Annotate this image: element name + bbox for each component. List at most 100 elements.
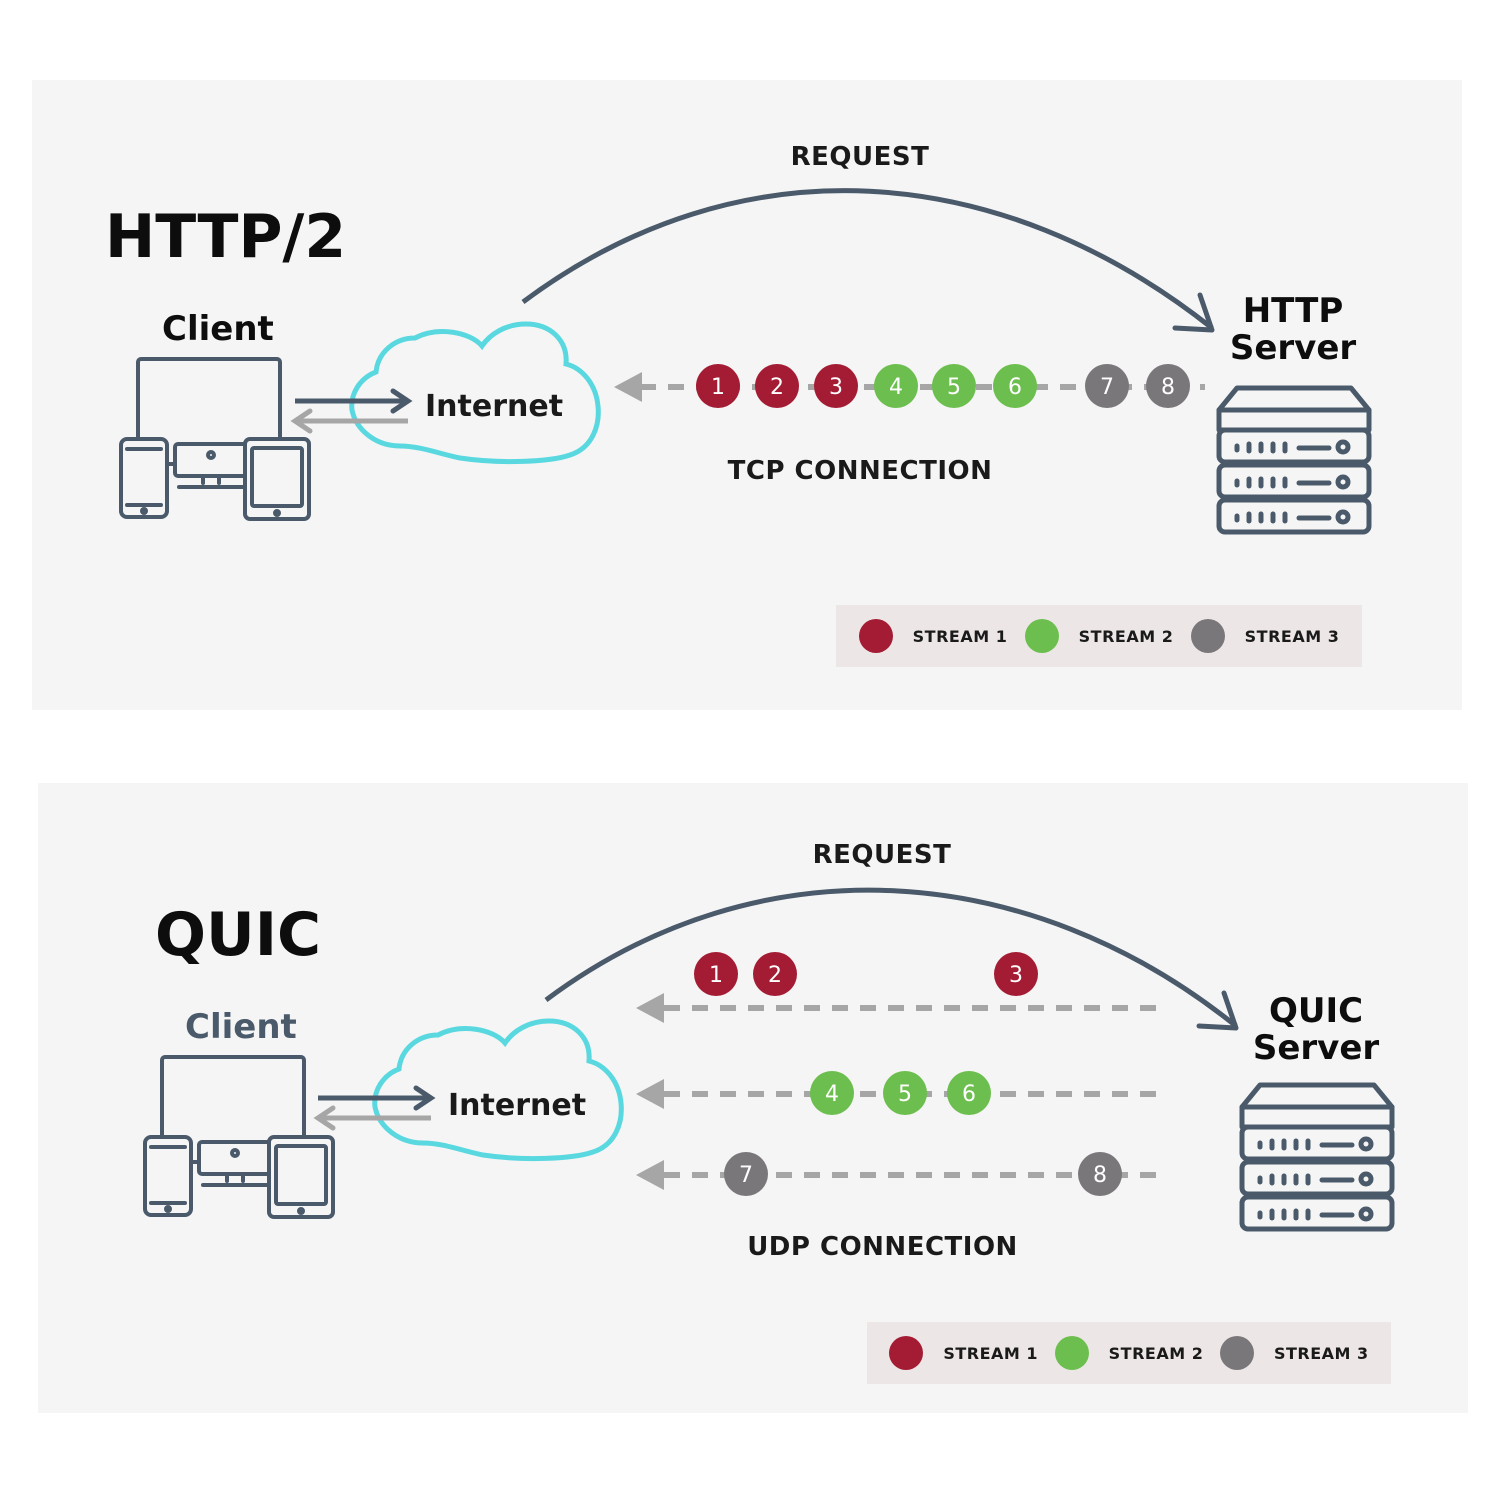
packet-dot [947,1071,991,1115]
legend-item-stream-2: STREAM 2 [1054,1336,1204,1370]
legend-label: STREAM 1 [943,1343,1039,1363]
http2-legend: STREAM 1 STREAM 2 STREAM 3 [836,605,1362,667]
packet-dot [753,952,797,996]
packet-number: 6 [962,1082,976,1107]
packet-stream-3: 8 [1078,1152,1122,1196]
legend-item-stream-2: STREAM 2 [1024,619,1174,653]
quic-client-devices-icon [143,1055,335,1219]
packet-stream-1: 1 [694,952,738,996]
quic-inbound-arrowhead [313,1105,336,1131]
quic-lane-arrowhead [636,1160,664,1190]
http2-request-arc [521,188,1214,330]
packet-dot [932,364,976,408]
legend-item-stream-1: STREAM 1 [889,1336,1038,1370]
http2-client-label: Client [162,309,274,349]
packet-stream-2: 4 [874,364,918,408]
http2-server-label-line2: Server [1229,328,1357,369]
packet-dot [694,952,738,996]
legend-label: STREAM 2 [1078,626,1174,646]
packet-dot [814,364,858,408]
http2-server-label: HTTP Server [1183,291,1403,369]
packet-number: 4 [825,1082,839,1107]
stream-2-swatch [1024,619,1059,653]
http2-server-icon [1219,388,1369,532]
packet-number: 1 [709,963,723,988]
packet-number: 2 [770,375,784,400]
legend-item-stream-1: STREAM 1 [858,619,1008,653]
quic-panel [38,783,1468,1413]
legend-label: STREAM 1 [912,626,1008,646]
packet-stream-1: 3 [814,364,858,408]
http2-connection-label: TCP CONNECTION [727,456,993,486]
packet-stream-1: 1 [696,364,740,408]
quic-connection-label: UDP CONNECTION [747,1232,1018,1262]
stream-3-swatch [1190,619,1225,653]
http2-server-label-line1: HTTP [1242,291,1344,331]
packet-number: 8 [1093,1163,1107,1188]
packet-stream-2: 5 [932,364,976,408]
stream-2-swatch [1054,1336,1089,1370]
quic-lane-arrowhead [636,1079,664,1109]
quic-server-label-line2: Server [1252,1028,1380,1069]
packet-dot [883,1071,927,1115]
quic-internet-cloud-icon [372,1018,624,1162]
legend-item-stream-3: STREAM 3 [1219,1336,1369,1370]
http2-request-label: REQUEST [790,142,930,172]
legend-label: STREAM 3 [1273,1343,1369,1363]
http2-internet-cloud-icon [349,321,601,465]
packet-dot [755,364,799,408]
quic-client-label: Client [185,1007,297,1047]
packet-number: 4 [889,375,903,400]
quic-server-label: QUIC Server [1206,991,1426,1069]
quic-outbound-arrowhead [413,1085,436,1111]
http2-title: HTTP/2 [105,202,347,272]
packet-stream-2: 5 [883,1071,927,1115]
packet-number: 7 [1100,375,1114,400]
quic-request-label: REQUEST [812,840,952,870]
packet-dot [810,1071,854,1115]
packet-stream-3: 7 [1085,364,1129,408]
packet-number: 3 [829,375,843,400]
quic-lane-arrowhead [636,993,664,1023]
quic-server-icon [1242,1085,1392,1229]
packet-number: 7 [739,1163,753,1188]
quic-title: QUIC [155,900,322,970]
packet-stream-2: 6 [993,364,1037,408]
legend-item-stream-3: STREAM 3 [1190,619,1340,653]
legend-label: STREAM 3 [1244,626,1340,646]
packet-dot [696,364,740,408]
packet-stream-3: 8 [1146,364,1190,408]
packet-stream-1: 3 [994,952,1038,996]
quic-internet-label: Internet [448,1088,587,1123]
packet-dot [724,1152,768,1196]
http2-internet-label: Internet [425,389,564,424]
packet-stream-1: 2 [755,364,799,408]
quic-server-label-line1: QUIC [1268,991,1364,1031]
packet-number: 5 [947,375,961,400]
packet-number: 2 [768,963,782,988]
packet-stream-3: 7 [724,1152,768,1196]
packet-stream-2: 4 [810,1071,854,1115]
stream-1-swatch [858,619,893,653]
packet-dot [874,364,918,408]
packet-stream-2: 6 [947,1071,991,1115]
packet-dot [1078,1152,1122,1196]
http2-client-devices-icon [119,357,311,521]
packet-dot [1085,364,1129,408]
quic-udp-lanes [636,993,1158,1190]
quic-request-arc [544,887,1238,1028]
http2-outbound-arrowhead [390,388,413,414]
stream-3-swatch [1219,1336,1254,1370]
legend-label: STREAM 2 [1108,1343,1204,1363]
packet-dot [994,952,1038,996]
quic-packet-group: 1 2 3 4 5 6 7 8 [694,952,1122,1196]
packet-number: 3 [1009,963,1023,988]
packet-number: 8 [1161,375,1175,400]
packet-stream-1: 2 [753,952,797,996]
packet-dot [1146,364,1190,408]
packet-number: 5 [898,1082,912,1107]
stream-1-swatch [889,1336,924,1370]
http2-packet-group: 1 2 3 4 5 6 7 8 [696,364,1190,408]
packet-number: 1 [711,375,725,400]
